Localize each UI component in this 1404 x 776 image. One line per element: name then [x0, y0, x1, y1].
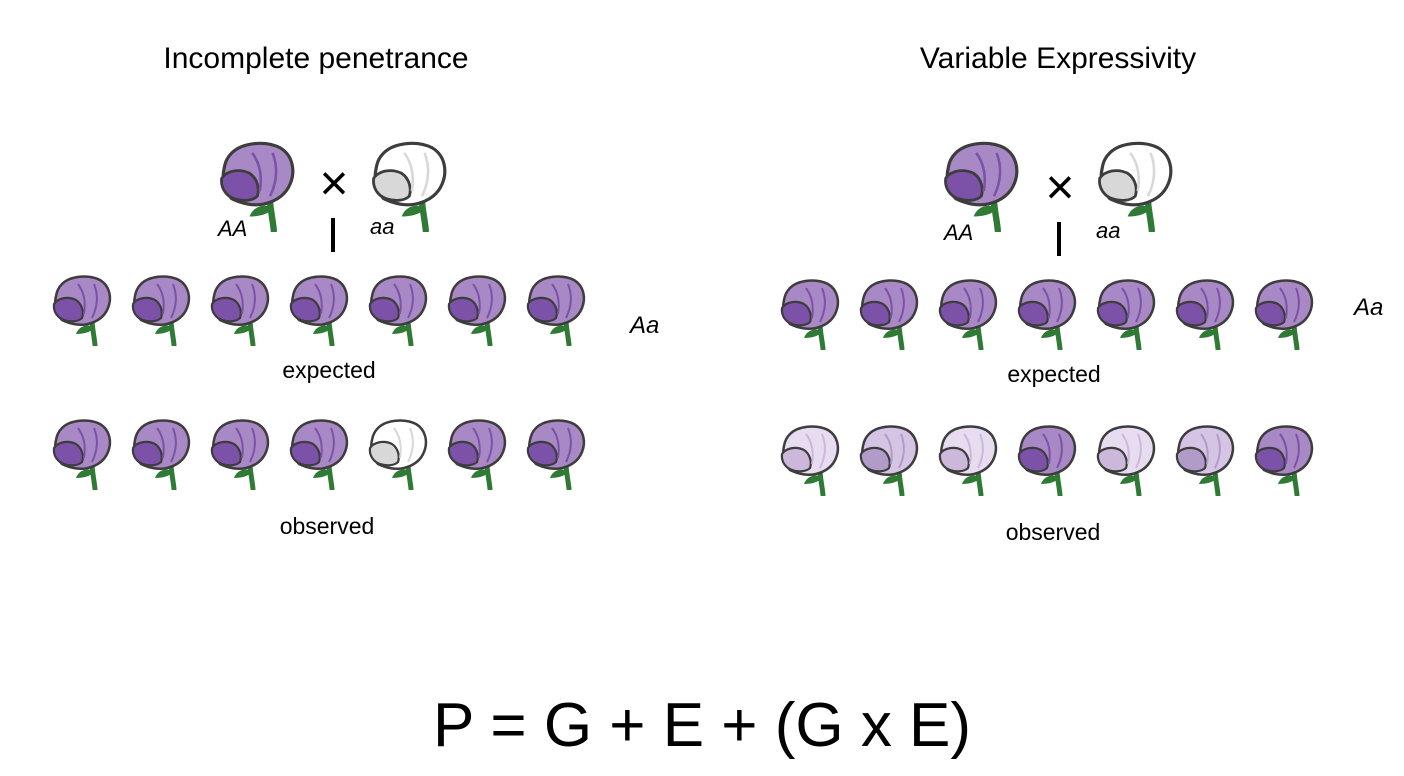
expected-label: expected: [282, 357, 376, 383]
incomplete-penetrance-panel: Incomplete penetrance AA × aa Aa expecte…: [0, 0, 702, 640]
sweet-pea-flower-icon: [368, 275, 428, 346]
sweet-pea-flower-icon: [210, 275, 270, 346]
sweet-pea-flower-icon: [1175, 425, 1235, 496]
expected-label: expected: [1007, 361, 1101, 387]
sweet-pea-flower-icon: [52, 275, 112, 346]
descent-line: [1057, 222, 1061, 256]
sweet-pea-flower-icon: [1254, 279, 1314, 350]
sweet-pea-flower-icon: [1096, 279, 1156, 350]
cross-symbol: ×: [319, 155, 349, 211]
parent1-genotype-label: AA: [218, 216, 248, 241]
sweet-pea-flower-icon: [1254, 425, 1314, 496]
variable-expressivity-panel: Variable Expressivity AA × aa Aa expecte…: [702, 0, 1404, 640]
observed-label: observed: [279, 513, 375, 539]
sweet-pea-flower-icon: [447, 419, 507, 490]
sweet-pea-flower-icon: [289, 275, 349, 346]
sweet-pea-flower-icon: [1175, 279, 1235, 350]
sweet-pea-flower-icon: [1017, 279, 1077, 350]
parent-aa-recessive-flower-icon: [372, 141, 447, 232]
sweet-pea-flower-icon: [780, 425, 840, 496]
sweet-pea-flower-icon: [938, 425, 998, 496]
sweet-pea-flower-icon: [938, 279, 998, 350]
offspring-genotype-label: Aa: [1354, 294, 1384, 321]
sweet-pea-flower-icon: [289, 419, 349, 490]
parent-aa-dominant-flower-icon: [220, 141, 295, 232]
parent2-genotype-label: aa: [1096, 218, 1121, 243]
offspring-genotype-label: Aa: [630, 312, 660, 339]
parent-aa-dominant-flower-icon: [944, 141, 1019, 232]
sweet-pea-flower-icon: [52, 419, 112, 490]
sweet-pea-flower-icon: [368, 419, 428, 490]
sweet-pea-flower-icon: [1017, 425, 1077, 496]
sweet-pea-flower-icon: [131, 419, 191, 490]
descent-line: [331, 218, 335, 252]
parent-aa-recessive-flower-icon: [1098, 141, 1173, 232]
sweet-pea-flower-icon: [447, 275, 507, 346]
parent2-genotype-label: aa: [370, 214, 395, 239]
sweet-pea-flower-icon: [859, 279, 919, 350]
panel-title: Incomplete penetrance: [163, 42, 469, 75]
panel-title: Variable Expressivity: [919, 42, 1197, 75]
sweet-pea-flower-icon: [1096, 425, 1156, 496]
cross-symbol: ×: [1045, 159, 1075, 215]
sweet-pea-flower-icon: [526, 419, 586, 490]
observed-label: observed: [1005, 519, 1101, 545]
sweet-pea-flower-icon: [526, 275, 586, 346]
phenotype-equation: P = G + E + (G x E): [432, 691, 972, 760]
sweet-pea-flower-icon: [210, 419, 270, 490]
sweet-pea-flower-icon: [859, 425, 919, 496]
sweet-pea-flower-icon: [780, 279, 840, 350]
sweet-pea-flower-icon: [131, 275, 191, 346]
parent1-genotype-label: AA: [944, 220, 974, 245]
